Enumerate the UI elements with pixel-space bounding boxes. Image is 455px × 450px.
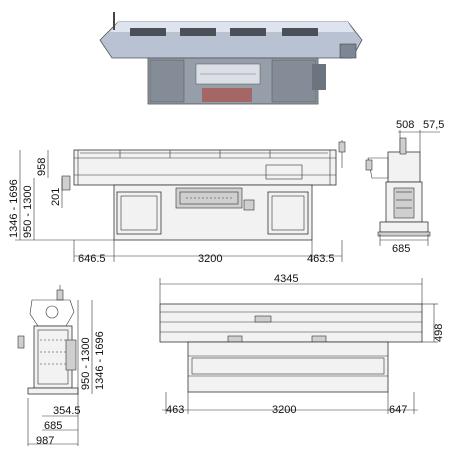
front-958-label: 958	[36, 158, 48, 176]
front-height-range-label: 950 - 1300	[22, 185, 34, 238]
side-354-5-label: 354.5	[53, 405, 81, 417]
front-right-offset-label: 463.5	[307, 253, 335, 265]
product-photo	[99, 12, 365, 110]
front-height-range-max-label: 1346 - 1696	[8, 179, 20, 238]
end-view-drawing: 508 57,5 685	[365, 119, 444, 255]
top-depth-label: 498	[433, 324, 445, 342]
side-height-range-label: 950 - 1300	[80, 337, 92, 390]
side-685-label: 685	[44, 420, 62, 432]
end-508-label: 508	[396, 119, 414, 131]
front-view-drawing: 1346 - 1696 950 - 1300 958 201 646.5 320…	[8, 140, 346, 265]
front-span-label: 3200	[198, 253, 222, 265]
front-left-offset-label: 646.5	[78, 253, 106, 265]
top-view-drawing: 4345 498 463 3200 647	[159, 273, 445, 416]
side-height-range-max-label: 1346 - 1696	[94, 331, 106, 390]
top-left-offset-label: 463	[166, 404, 184, 416]
end-57-5-label: 57,5	[423, 119, 444, 131]
end-width-label: 685	[392, 243, 410, 255]
top-span-label: 3200	[272, 404, 296, 416]
top-total-length-label: 4345	[274, 273, 298, 285]
side-987-label: 987	[36, 435, 54, 447]
front-201-label: 201	[50, 188, 62, 206]
top-right-offset-label: 647	[389, 404, 407, 416]
side-view-drawing: 950 - 1300 1346 - 1696 354.5 685 987	[17, 285, 106, 447]
